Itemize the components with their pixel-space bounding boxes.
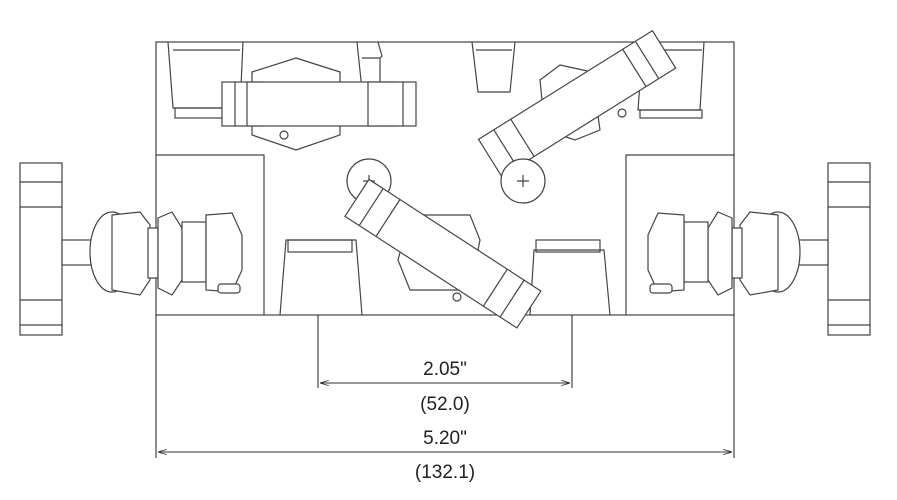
left-handle-valve: [19, 162, 243, 336]
right-handle-valve: [647, 162, 871, 336]
inner-dimension-mm: (52.0): [420, 394, 470, 415]
top-ports: [167, 41, 705, 119]
overall-dimension-inches: 5.20": [423, 428, 467, 449]
valve-top-right: [477, 29, 677, 178]
bottom-ports: [279, 239, 611, 316]
overall-dimension-mm: (132.1): [415, 462, 475, 483]
dimension-lines: [155, 315, 735, 458]
valve-bottom-center: [344, 178, 542, 329]
manifold-body: [155, 41, 735, 316]
valve-top-left: [221, 57, 417, 151]
inner-dimension-inches: 2.05": [423, 359, 467, 380]
